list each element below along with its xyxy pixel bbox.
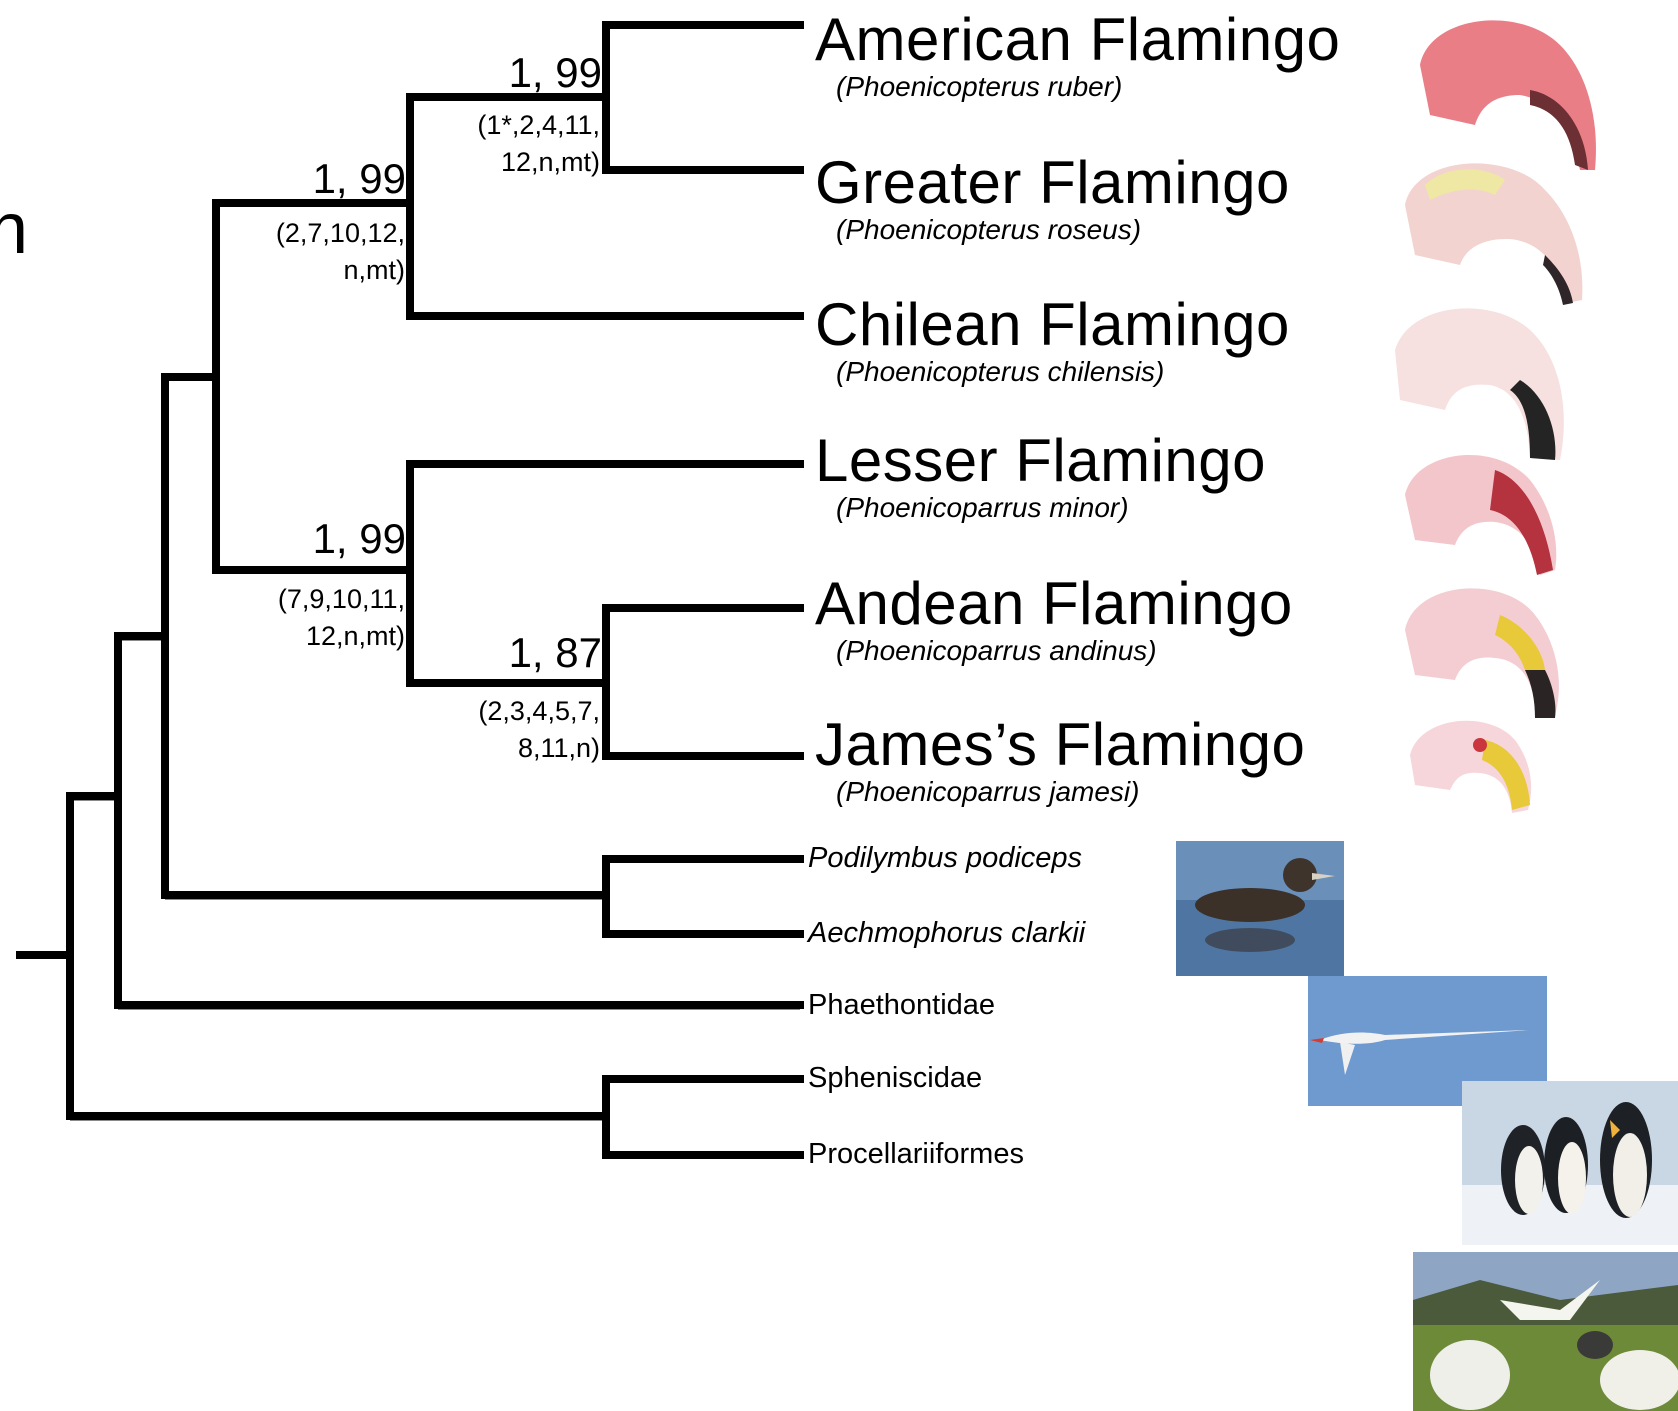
taxon-common-name: Chilean Flamingo [815, 295, 1290, 355]
penguin-photo [1462, 1081, 1678, 1245]
outgroup-label: Podilymbus podiceps [808, 843, 1082, 873]
node-evidence-ruber-roseus-line2: 12,n,mt) [501, 146, 600, 179]
taxon-scientific-name: (Phoenicopterus roseus) [836, 215, 1141, 245]
taxon-scientific-name: (Phoenicoparrus andinus) [836, 636, 1157, 666]
node-support-ruber-roseus: 1, 99 [509, 52, 602, 94]
chilean-flamingo-head [1395, 308, 1564, 460]
taxon-scientific-name: (Phoenicopterus ruber) [836, 72, 1122, 102]
taxon-common-name: Greater Flamingo [815, 153, 1290, 213]
tree-shadow-lines [70, 640, 800, 1120]
cropped-letter: n [0, 193, 28, 265]
node-evidence-phoenicopterus-line2: n,mt) [343, 254, 405, 287]
node-evidence-ruber-roseus-line1: (1*,2,4,11, [477, 109, 600, 142]
outgroup-label: Spheniscidae [808, 1063, 982, 1093]
taxon-common-name: Lesser Flamingo [815, 431, 1266, 491]
james-flamingo-head [1410, 721, 1531, 813]
taxon-common-name: Andean Flamingo [815, 574, 1293, 634]
taxon-scientific-name: (Phoenicoparrus jamesi) [836, 777, 1139, 807]
node-evidence-phoenicopterus-line1: (2,7,10,12, [276, 217, 405, 250]
andean-flamingo-head [1405, 588, 1559, 718]
taxon-common-name: James’s Flamingo [815, 715, 1305, 775]
greater-flamingo-head [1405, 163, 1582, 305]
node-support-andinus-jamesi: 1, 87 [509, 632, 602, 674]
outgroup-label: Procellariiformes [808, 1139, 1024, 1169]
node-support-phoenicopterus: 1, 99 [313, 158, 406, 200]
taxon-common-name: American Flamingo [815, 10, 1340, 70]
outgroup-label: Phaethontidae [808, 990, 995, 1020]
tree-edges [20, 25, 800, 1155]
taxon-scientific-name: (Phoenicopterus chilensis) [836, 357, 1164, 387]
node-evidence-andinus-jamesi-line1: (2,3,4,5,7, [478, 695, 600, 728]
grebe-photo [1176, 841, 1344, 976]
lesser-flamingo-head [1405, 455, 1556, 575]
node-evidence-phoenicoparrus-line2: 12,n,mt) [306, 620, 405, 653]
taxon-scientific-name: (Phoenicoparrus minor) [836, 493, 1129, 523]
node-evidence-andinus-jamesi-line2: 8,11,n) [518, 732, 600, 765]
outgroup-label: Aechmophorus clarkii [808, 918, 1085, 948]
node-support-phoenicoparrus: 1, 99 [313, 518, 406, 560]
albatross-photo [1413, 1252, 1678, 1411]
node-evidence-phoenicoparrus-line1: (7,9,10,11, [278, 583, 405, 616]
american-flamingo-head [1420, 20, 1596, 170]
